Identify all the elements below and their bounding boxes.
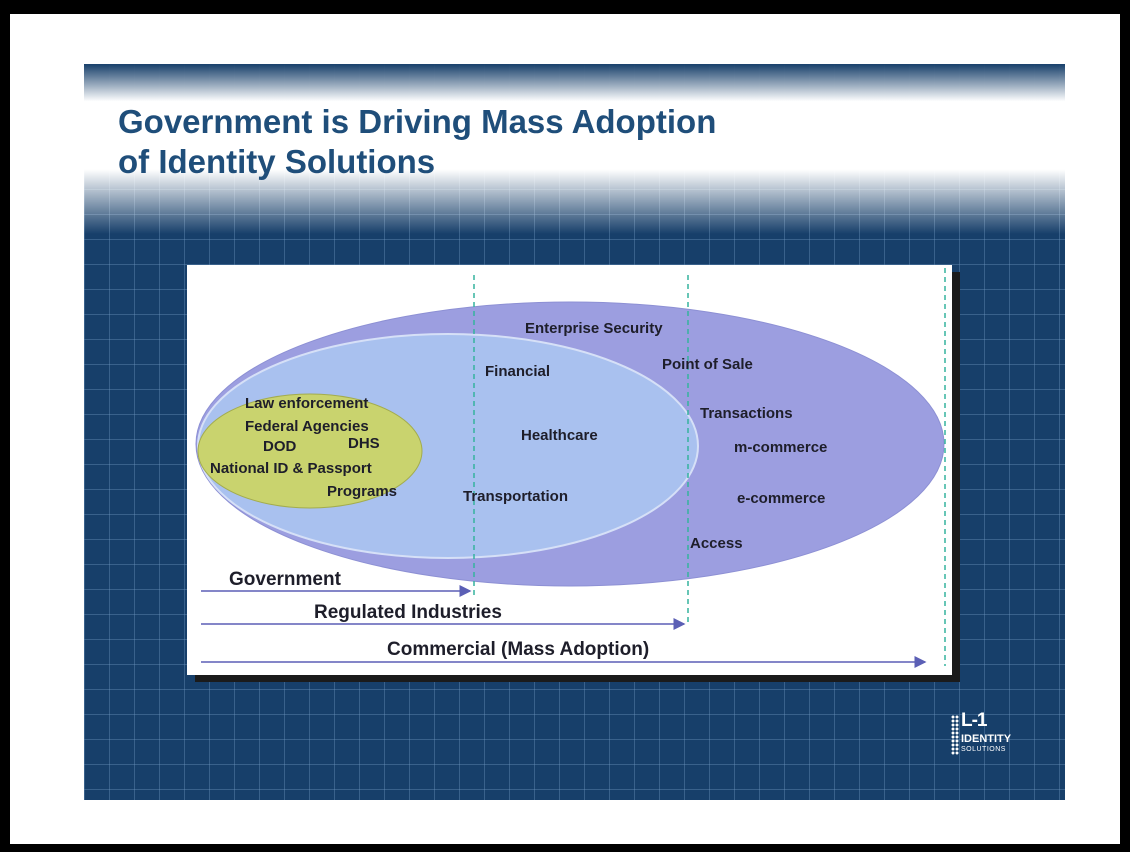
label-point-of-sale: Point of Sale bbox=[662, 356, 753, 373]
label-programs: Programs bbox=[327, 483, 397, 500]
logo-brand: L-1 bbox=[961, 710, 987, 731]
label-dhs: DHS bbox=[348, 435, 380, 452]
label-dod: DOD bbox=[263, 438, 297, 455]
label-government: Government bbox=[229, 569, 342, 590]
government-ellipse bbox=[197, 393, 423, 509]
label-transactions: Transactions bbox=[700, 405, 793, 422]
label-e-commerce: e-commerce bbox=[737, 490, 825, 507]
company-logo: L-1 IDENTITY SOLUTIONS bbox=[951, 710, 1031, 762]
label-m-commerce: m-commerce bbox=[734, 439, 827, 456]
label-financial: Financial bbox=[485, 363, 550, 380]
label-healthcare: Healthcare bbox=[521, 427, 598, 444]
label-regulated-industries: Regulated Industries bbox=[314, 602, 502, 623]
slide-title: Government is Driving Mass Adoption of I… bbox=[118, 102, 716, 182]
label-federal-agencies: Federal Agencies bbox=[245, 418, 369, 435]
logo-line-2: SOLUTIONS bbox=[961, 746, 1006, 753]
logo-line-1: IDENTITY bbox=[961, 733, 1012, 745]
label-enterprise-security: Enterprise Security bbox=[525, 320, 663, 337]
label-commercial: Commercial (Mass Adoption) bbox=[387, 639, 649, 660]
slide-title-line-1: Government is Driving Mass Adoption bbox=[118, 103, 717, 140]
slide-title-line-2: of Identity Solutions bbox=[118, 143, 436, 180]
label-national-id: National ID & Passport bbox=[210, 460, 372, 477]
label-transportation: Transportation bbox=[463, 488, 568, 505]
label-law-enforcement: Law enforcement bbox=[245, 395, 368, 412]
logo-dots-icon bbox=[951, 715, 959, 755]
title-band bbox=[84, 64, 1065, 234]
label-access: Access bbox=[690, 535, 743, 552]
